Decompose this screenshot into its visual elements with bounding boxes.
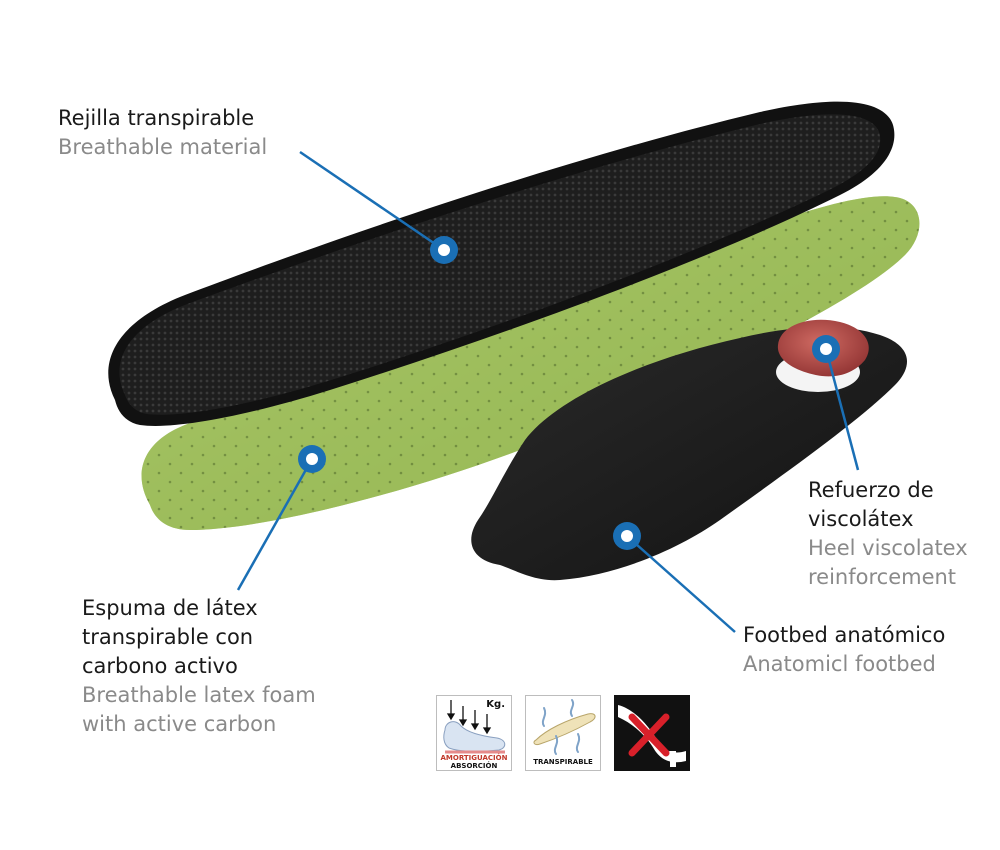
leader-footbed: [626, 535, 736, 633]
no-high-heel-badge: [614, 695, 690, 771]
caption-breathable: TRANSPIRABLE: [533, 758, 593, 766]
shock-absorption-badge: Kg. AMORTIGUACIÓN ABSORCIÓN: [436, 695, 512, 771]
leader-breathable-material: [299, 150, 445, 252]
breathable-badge: TRANSPIRABLE: [525, 695, 601, 771]
label-breathable-material: Rejilla transpirable Breathable material: [58, 104, 267, 162]
no-high-heel-icon: [614, 695, 690, 771]
breathable-top-layer: [108, 101, 895, 426]
label-en: Anatomicl footbed: [743, 652, 936, 676]
label-es: Rejilla transpirable: [58, 106, 255, 130]
label-latex-foam: Espuma de látex transpirable con carbono…: [82, 594, 316, 739]
label-en: Breathable material: [58, 135, 268, 159]
caption-line-2: ABSORCIÓN: [450, 762, 498, 770]
label-es: Espuma de látex transpirable con carbono…: [82, 596, 258, 678]
marker-heel-reinforcement: [812, 335, 840, 363]
label-en: Heel viscolatex reinforcement: [808, 536, 968, 589]
caption-line-1: AMORTIGUACIÓN: [440, 754, 508, 762]
leader-heel-reinforcement: [824, 348, 860, 471]
label-heel-reinforcement: Refuerzo de viscolátex Heel viscolatex r…: [808, 476, 968, 592]
airflow-insole-icon: [533, 699, 596, 755]
weight-unit: Kg.: [486, 699, 505, 710]
label-es: Footbed anatómico: [743, 623, 946, 647]
marker-footbed: [613, 522, 641, 550]
marker-latex-foam: [298, 445, 326, 473]
leader-latex-foam: [236, 458, 314, 591]
latex-foam-layer: [141, 196, 920, 530]
foot-pressure-icon: [443, 700, 506, 754]
marker-breathable-material: [430, 236, 458, 264]
label-footbed: Footbed anatómico Anatomicl footbed: [743, 621, 945, 679]
leader-lines: [236, 150, 860, 633]
label-es: Refuerzo de viscolátex: [808, 478, 934, 531]
label-en: Breathable latex foam with active carbon: [82, 683, 316, 736]
